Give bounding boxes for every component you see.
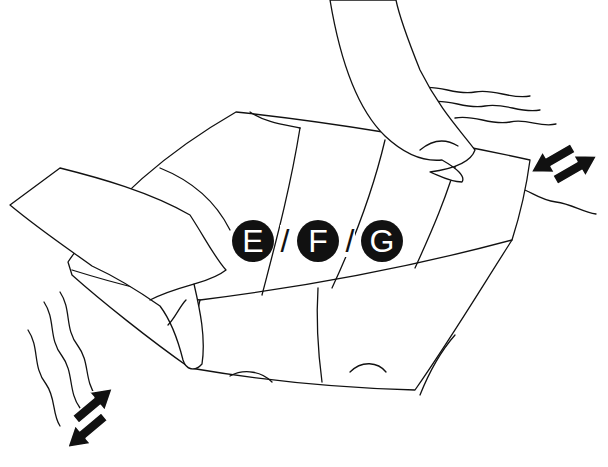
finger-line	[150, 284, 194, 300]
finger-line	[168, 300, 186, 325]
badge-letter: G	[361, 220, 403, 262]
motion-arrows	[60, 138, 603, 457]
badge-letter: E	[232, 220, 274, 262]
letter-badge: F	[297, 220, 339, 262]
right-hand	[330, 0, 475, 182]
separator-slash: /	[280, 225, 291, 257]
separator-slash: /	[345, 225, 356, 257]
letter-badge: G	[361, 220, 403, 262]
badge-letter: F	[297, 220, 339, 262]
finger-line	[420, 141, 458, 150]
letter-badge: E	[232, 220, 274, 262]
left-hand	[10, 168, 226, 369]
